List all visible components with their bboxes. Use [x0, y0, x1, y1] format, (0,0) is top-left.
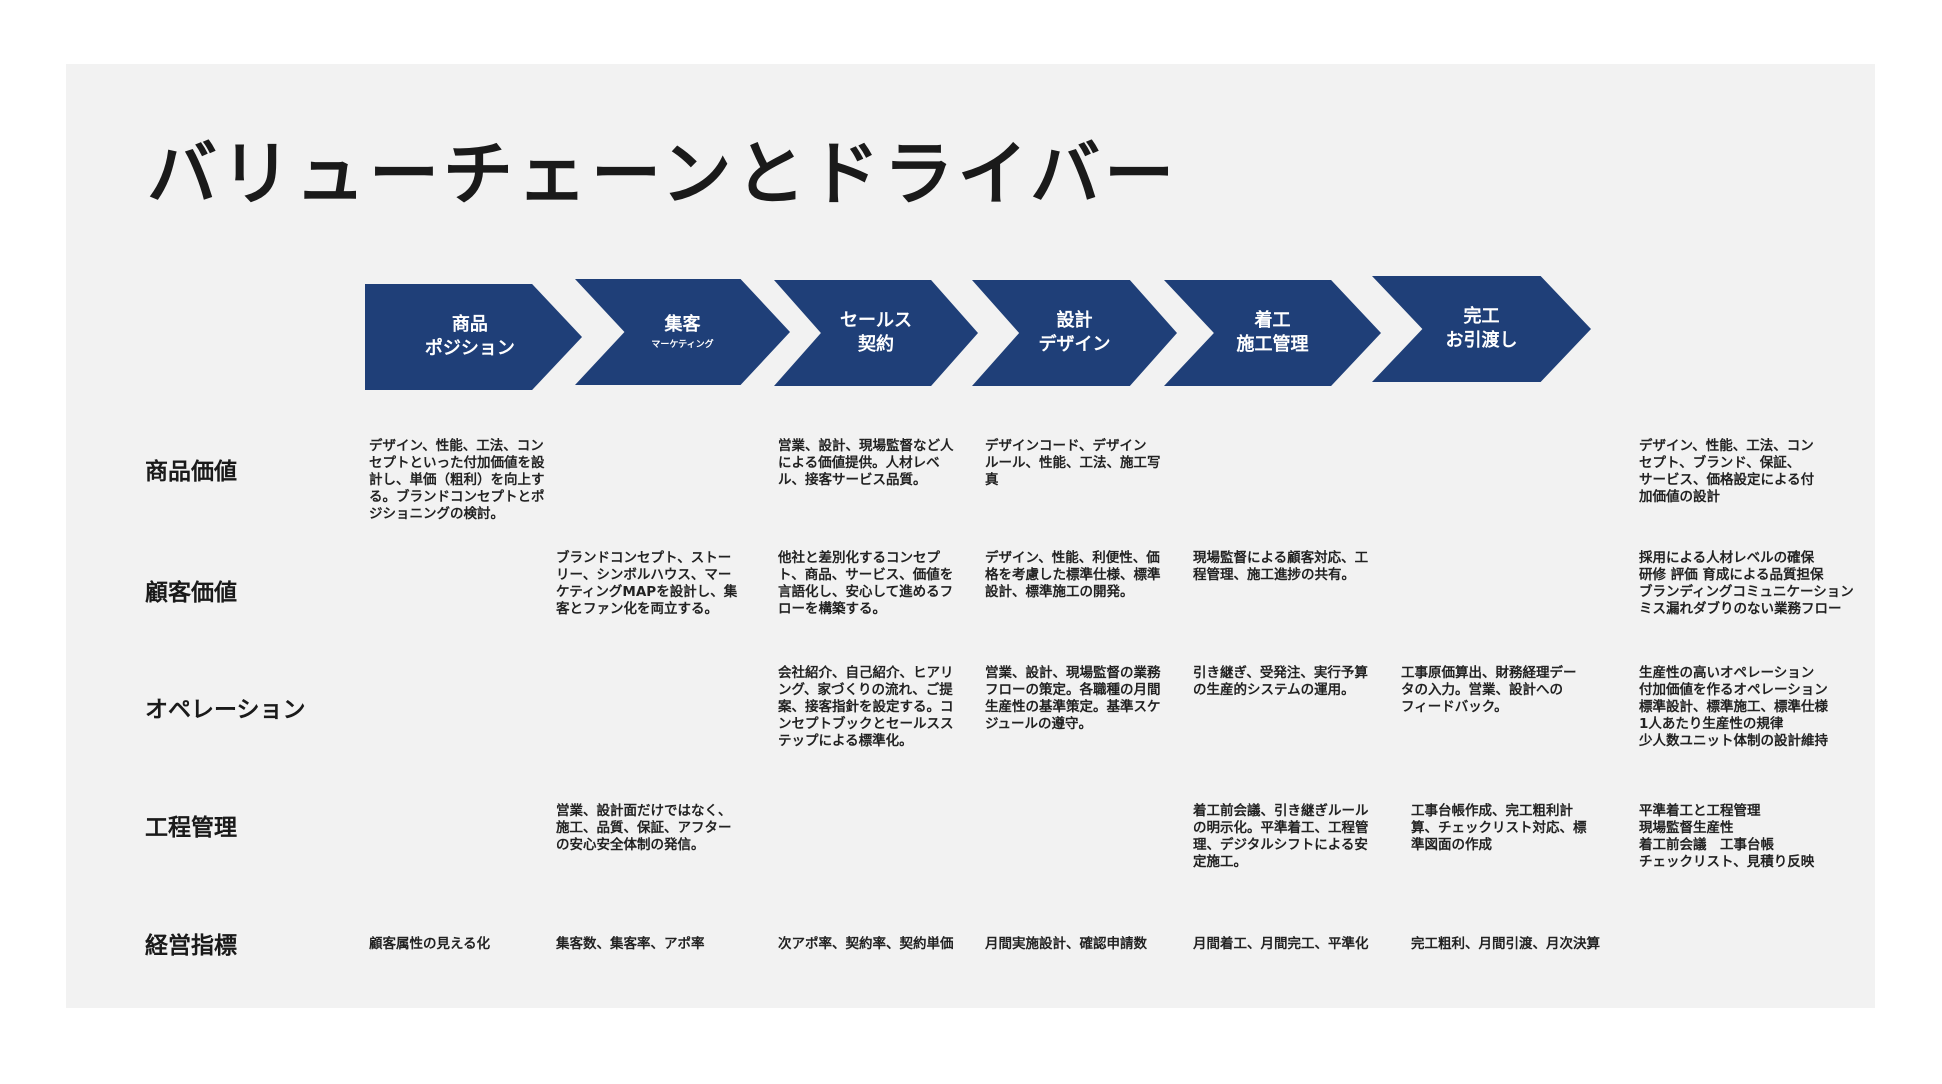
- stage-title: 商品: [451, 314, 488, 335]
- stage-title: 着工: [1254, 310, 1291, 331]
- driver-cell: デザイン、性能、工法、コン セプトといった付加価値を設 計し、単価（粗利）を向上…: [369, 438, 545, 522]
- stage-label: 商品ポジション: [425, 313, 515, 361]
- driver-cell: 工事原価算出、財務経理デー タの入力。営業、設計への フィードバック。: [1401, 665, 1577, 715]
- row-label: 工程管理: [145, 815, 237, 841]
- driver-cell: 平準着工と工程管理 現場監督生産性 着工前会議 工事台帳 チェックリスト、見積り…: [1639, 803, 1815, 870]
- stage-chevron-1: 商品ポジション: [365, 284, 582, 390]
- stage-subtitle: ポジション: [424, 338, 515, 359]
- driver-cell: 営業、設計、現場監督など人 による価値提供。人材レベ ル、接客サービス品質。: [778, 438, 954, 488]
- driver-cell: 他社と差別化するコンセプ ト、商品、サービス、価値を 言語化し、安心して進めるフ…: [778, 550, 954, 617]
- stage-label: 集客マーケティング: [651, 313, 713, 351]
- driver-cell: ブランドコンセプト、ストー リー、シンボルハウス、マー ケティングMAPを設計し…: [556, 550, 738, 617]
- driver-cell: 工事台帳作成、完工粗利計 算、チェックリスト対応、標 準図面の作成: [1411, 803, 1587, 853]
- driver-cell: 顧客属性の見える化: [369, 936, 491, 952]
- slide-panel: [66, 64, 1875, 1008]
- stage-title: 完工: [1463, 306, 1500, 327]
- stage-label: 完工お引渡し: [1446, 305, 1518, 353]
- stage-label: 設計デザイン: [1039, 309, 1111, 357]
- stage-title: セールス: [840, 310, 912, 331]
- driver-cell: 営業、設計、現場監督の業務 フローの策定。各職種の月間 生産性の基準策定。基準ス…: [985, 665, 1161, 732]
- driver-cell: 採用による人材レベルの確保 研修 評価 育成による品質担保 ブランディングコミュ…: [1639, 550, 1854, 617]
- driver-cell: 現場監督による顧客対応、工 程管理、施工進捗の共有。: [1193, 550, 1369, 583]
- stage-subtitle: 契約: [858, 334, 894, 355]
- row-label: 経営指標: [145, 933, 237, 959]
- driver-cell: 完工粗利、月間引渡、月次決算: [1411, 936, 1600, 952]
- stage-subtitle: デザイン: [1038, 334, 1111, 355]
- stage-caption: マーケティング: [651, 340, 714, 350]
- driver-cell: 生産性の高いオペレーション 付加価値を作るオペレーション 標準設計、標準施工、標…: [1639, 665, 1828, 749]
- row-label: 商品価値: [145, 459, 237, 485]
- stage-title: 設計: [1056, 310, 1093, 331]
- stage-title: 集客: [664, 314, 701, 335]
- driver-cell: デザインコード、デザイン ルール、性能、工法、施工写 真: [985, 438, 1161, 488]
- stage-label: 着工施工管理: [1237, 309, 1309, 357]
- driver-cell: 月間実施設計、確認申請数: [985, 936, 1147, 952]
- driver-cell: 着工前会議、引き継ぎルール の明示化。平準着工、工程管 理、デジタルシフトによる…: [1193, 803, 1369, 870]
- driver-cell: 月間着工、月間完工、平準化: [1193, 936, 1369, 952]
- stage-subtitle: 施工管理: [1236, 334, 1309, 355]
- row-label: 顧客価値: [145, 580, 237, 606]
- stage-label: セールス契約: [840, 309, 912, 357]
- driver-cell: 集客数、集客率、アポ率: [556, 936, 705, 952]
- driver-cell: デザイン、性能、利便性、価 格を考慮した標準仕様、標準 設計、標準施工の開発。: [985, 550, 1161, 600]
- driver-cell: 会社紹介、自己紹介、ヒアリ ング、家づくりの流れ、ご提 案、接客指針を設定する。…: [778, 665, 954, 749]
- driver-cell: 引き継ぎ、受発注、実行予算 の生産的システムの運用。: [1193, 665, 1368, 698]
- page-title: バリューチェーンとドライバー: [147, 133, 1179, 215]
- driver-cell: デザイン、性能、工法、コン セプト、ブランド、保証、 サービス、価格設定による付…: [1639, 438, 1815, 505]
- stage-subtitle: お引渡し: [1445, 330, 1518, 351]
- driver-cell: 次アポ率、契約率、契約単価: [778, 936, 954, 952]
- row-label: オペレーション: [145, 697, 306, 723]
- driver-cell: 営業、設計面だけではなく、 施工、品質、保証、アフター の安心安全体制の発信。: [556, 803, 732, 853]
